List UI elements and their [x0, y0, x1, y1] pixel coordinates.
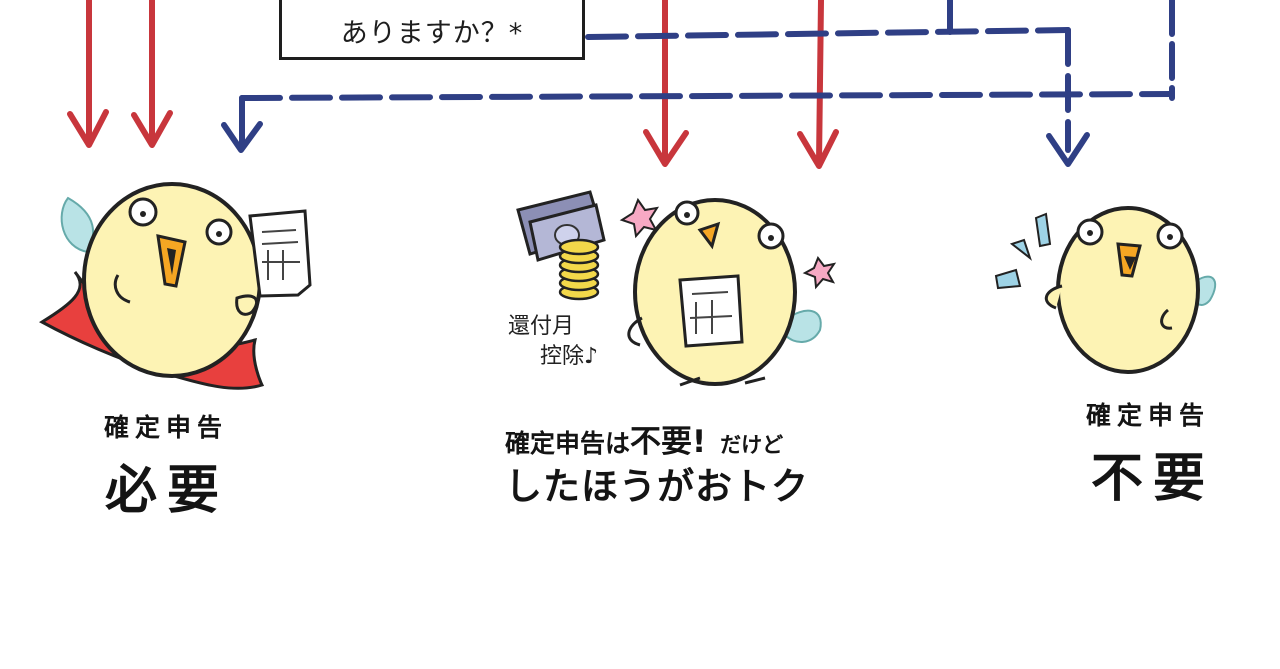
annotation-line-1: 還付月	[508, 314, 575, 339]
blue-arrowhead-left	[221, 121, 263, 153]
question-text: ありますか？*	[340, 17, 524, 49]
blue-dash-top	[585, 27, 1071, 40]
blue-dash-mid	[239, 91, 1175, 101]
result-2-line-1: 確定申告は不要! だけど	[505, 416, 783, 461]
red-arrow-2	[131, 0, 173, 148]
result-2-part-1: 確定申告は	[505, 429, 631, 458]
bird-character-2	[516, 190, 837, 387]
bird-character-1	[38, 182, 312, 390]
bird-character-3	[994, 206, 1217, 374]
red-arrow-3	[643, 0, 689, 167]
result-1-label-big: 必要	[104, 461, 229, 521]
result-1-label-small: 確定申告	[103, 413, 228, 442]
red-arrow-4	[797, 0, 839, 169]
result-3-label-small: 確定申告	[1085, 401, 1210, 430]
blue-arrowhead-right	[1046, 132, 1090, 167]
result-2-part-2: 不要!	[630, 424, 707, 460]
annotation-line-2: 控除♪	[540, 344, 599, 369]
result-2-part-3: だけど	[720, 433, 784, 457]
red-arrow-1	[67, 0, 109, 148]
result-3-label-big: 不要	[1090, 449, 1215, 509]
question-box: ありますか？*	[279, 0, 585, 60]
result-2-line-2: したほうがおトク	[505, 465, 809, 508]
